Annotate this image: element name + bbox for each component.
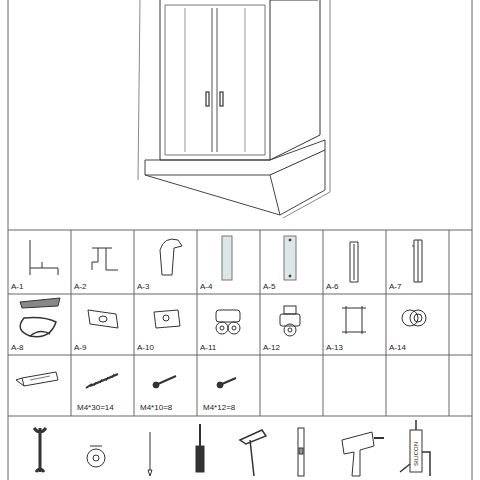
- part-label: A-6: [326, 283, 338, 291]
- part-label: M4*30=14: [77, 404, 114, 412]
- part-label: A-2: [74, 283, 86, 291]
- part-label: A-11: [200, 344, 216, 352]
- part-label: A-3: [137, 283, 149, 291]
- screw-icons: [16, 372, 236, 388]
- tool-icons: [34, 420, 430, 476]
- part-label: A-1: [11, 283, 23, 291]
- part-label: M4*12=8: [203, 404, 235, 412]
- part-label: A-7: [389, 283, 401, 291]
- part-label: A-12: [263, 344, 280, 352]
- part-label: A-4: [200, 283, 212, 291]
- part-label: A-8: [11, 344, 23, 352]
- brand-text: SILICON: [413, 442, 419, 466]
- fitting-icons: [20, 298, 426, 337]
- part-label: A-5: [263, 283, 275, 291]
- table-grid: [8, 0, 472, 480]
- profile-icons: [30, 236, 422, 282]
- part-label: A-14: [389, 344, 406, 352]
- shower-enclosure: [138, 0, 330, 218]
- part-label: A-13: [326, 344, 343, 352]
- part-label: A-9: [74, 344, 86, 352]
- part-label: A-10: [137, 344, 154, 352]
- part-label: M4*10=8: [140, 404, 172, 412]
